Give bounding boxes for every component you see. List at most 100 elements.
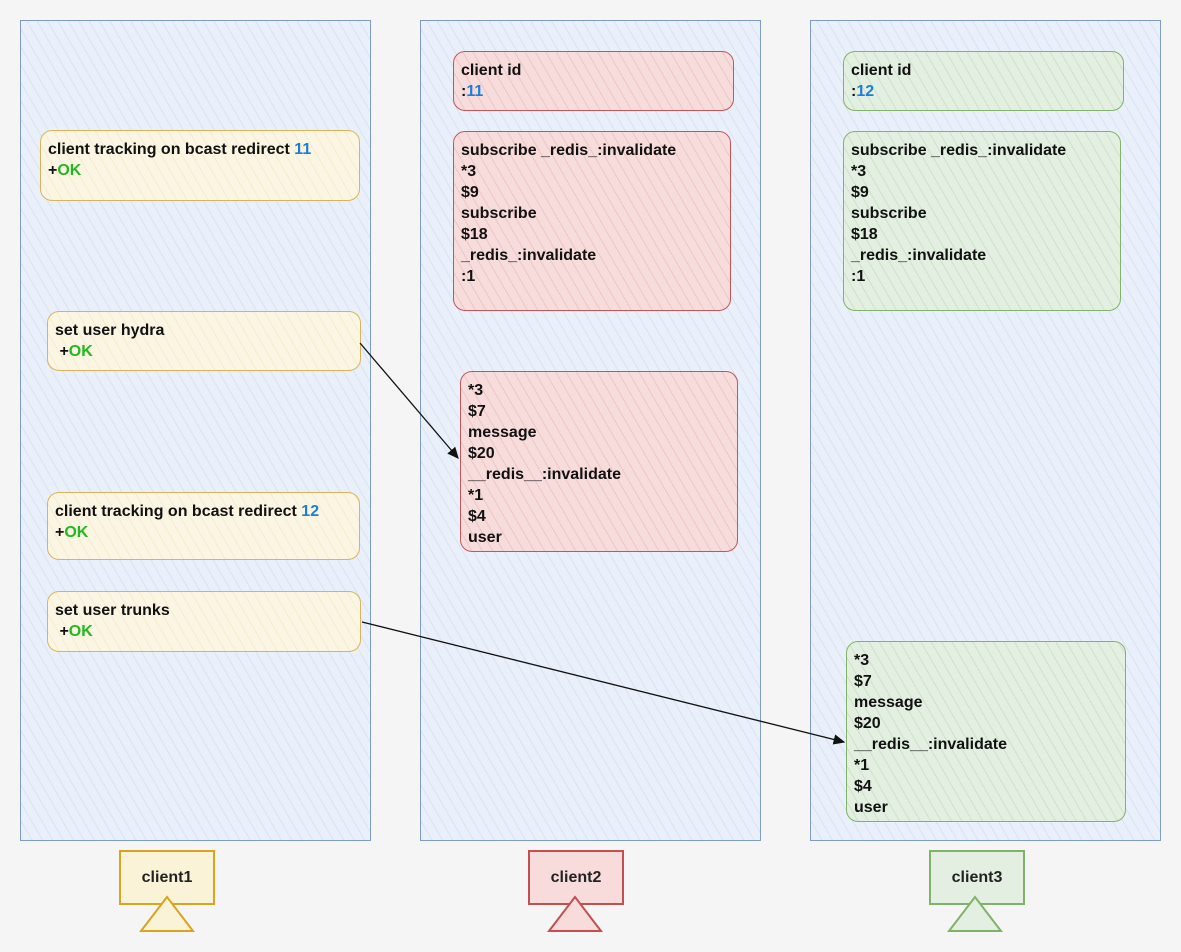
client-id-box: client id:11	[453, 51, 734, 111]
line-text: user	[468, 529, 502, 546]
line-text: client id	[851, 62, 912, 79]
box-line: +OK	[55, 621, 360, 642]
line-text: $7	[854, 673, 872, 690]
box-line: $7	[468, 401, 737, 422]
box-line: $9	[461, 182, 730, 203]
line-text: :	[851, 83, 857, 100]
command-box: client tracking on bcast redirect 12+OK	[47, 492, 360, 560]
box-line: :12	[851, 81, 1123, 102]
message-box: *3 $7 message $20 __redis__:invalidate *1 $4 us…	[460, 371, 738, 552]
box-line: subscribe	[851, 203, 1120, 224]
line-text: subscribe _redis_:invalidate	[461, 142, 677, 159]
client-id-number: 11	[466, 83, 484, 100]
line-text: :	[461, 83, 467, 100]
box-line: *1	[854, 755, 1125, 776]
box-line: set user trunks	[55, 600, 360, 621]
line-text: client tracking on bcast redirect	[55, 503, 302, 520]
box-line: *3	[854, 650, 1125, 671]
ok-status: OK	[68, 343, 93, 360]
box-line: _redis_:invalidate	[851, 245, 1120, 266]
box-line: *3	[851, 161, 1120, 182]
line-text: __redis__:invalidate	[468, 466, 621, 483]
command-box: set user hydra +OK	[47, 311, 361, 371]
box-line: *1	[468, 485, 737, 506]
box-line: $20	[854, 713, 1125, 734]
box-line: client id	[851, 60, 1123, 81]
ok-status: OK	[64, 524, 89, 541]
line-text: *3	[468, 382, 484, 399]
client2-label: client2	[528, 850, 624, 905]
line-text: __redis__:invalidate	[854, 736, 1007, 753]
line-text: message	[468, 424, 537, 441]
line-text: *3	[461, 163, 477, 180]
subscribe-box: subscribe _redis_:invalidate *3 $9 subscrib…	[453, 131, 731, 311]
line-text: :1	[851, 268, 866, 285]
line-text: *3	[851, 163, 867, 180]
line-text: $20	[468, 445, 495, 462]
line-text: *1	[468, 487, 484, 504]
line-text: user	[854, 799, 888, 816]
box-line: *3	[461, 161, 730, 182]
box-line: __redis__:invalidate	[854, 734, 1125, 755]
client-id-number: 12	[856, 83, 875, 100]
box-line: client id	[461, 60, 733, 81]
line-text: +	[48, 162, 58, 179]
box-line: subscribe _redis_:invalidate	[851, 140, 1120, 161]
box-line: +OK	[48, 160, 359, 181]
client3-triangle-icon	[946, 895, 1004, 932]
line-text: +	[55, 623, 69, 640]
line-text: subscribe	[461, 205, 537, 222]
line-text: _redis_:invalidate	[461, 247, 597, 264]
message-box: *3 $7 message $20 __redis__:invalidate *1 $4 us…	[846, 641, 1126, 822]
line-text: subscribe _redis_:invalidate	[851, 142, 1067, 159]
command-box: set user trunks +OK	[47, 591, 361, 652]
box-line: *3	[468, 380, 737, 401]
command-box: client tracking on bcast redirect 11+OK	[40, 130, 360, 201]
client-id-number: 11	[294, 141, 312, 158]
client1-triangle-icon	[138, 895, 196, 932]
line-text: subscribe	[851, 205, 927, 222]
line-text: $4	[468, 508, 486, 525]
line-text: _redis_:invalidate	[851, 247, 987, 264]
ok-status: OK	[57, 162, 82, 179]
line-text: $9	[461, 184, 479, 201]
client-id-number: 12	[301, 503, 320, 520]
box-line: $9	[851, 182, 1120, 203]
ok-status: OK	[68, 623, 93, 640]
line-text: client tracking on bcast redirect	[48, 141, 295, 158]
box-line: user	[854, 797, 1125, 818]
line-text: client id	[461, 62, 522, 79]
line-text: set user hydra	[55, 322, 165, 339]
box-line: __redis__:invalidate	[468, 464, 737, 485]
subscribe-box: subscribe _redis_:invalidate *3 $9 subscrib…	[843, 131, 1121, 311]
box-line: $4	[468, 506, 737, 527]
box-line: :11	[461, 81, 733, 102]
line-text: $4	[854, 778, 872, 795]
box-line: client tracking on bcast redirect 12	[55, 501, 359, 522]
box-line: client tracking on bcast redirect 11	[48, 139, 359, 160]
box-line: +OK	[55, 522, 359, 543]
box-line: $18	[851, 224, 1120, 245]
box-line: _redis_:invalidate	[461, 245, 730, 266]
box-line: message	[468, 422, 737, 443]
line-text: $18	[851, 226, 878, 243]
box-line: +OK	[55, 341, 360, 362]
invalidate-arrow-to-client3	[361, 621, 846, 745]
line-text: *1	[854, 757, 870, 774]
client-id-box: client id:12	[843, 51, 1124, 111]
line-text: :1	[461, 268, 476, 285]
line-text: $18	[461, 226, 488, 243]
box-line: subscribe _redis_:invalidate	[461, 140, 730, 161]
line-text: +	[55, 343, 69, 360]
line-text: $7	[468, 403, 486, 420]
box-line: $4	[854, 776, 1125, 797]
box-line: user	[468, 527, 737, 548]
line-text: message	[854, 694, 923, 711]
box-line: $20	[468, 443, 737, 464]
line-text: *3	[854, 652, 870, 669]
box-line: $7	[854, 671, 1125, 692]
line-text: $9	[851, 184, 869, 201]
client2-triangle-icon	[546, 895, 604, 932]
invalidate-arrow-to-client2	[359, 342, 459, 459]
